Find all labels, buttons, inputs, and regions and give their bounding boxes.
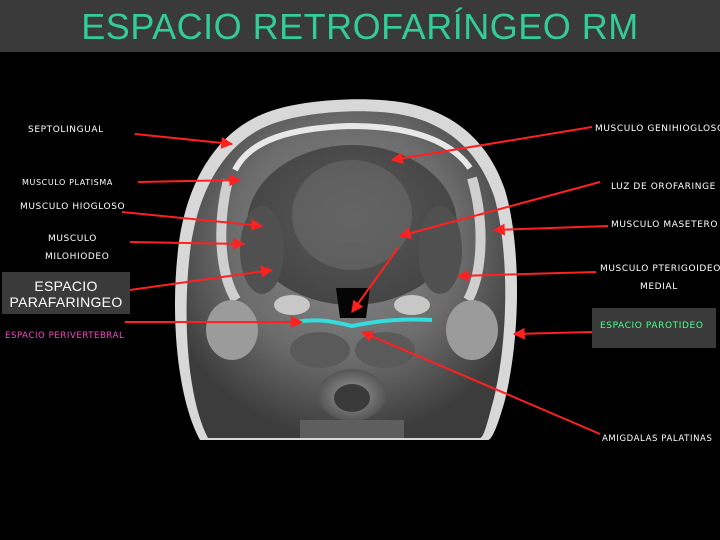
label-box-parafaringeo xyxy=(2,272,130,314)
arrow-hiogloso xyxy=(121,211,264,231)
slide-title: ESPACIO RETROFARÍNGEO RM xyxy=(81,6,639,47)
title-bar xyxy=(0,0,720,52)
label-masetero: MUSCULO MASETERO xyxy=(611,220,719,230)
arrow-orofaringe xyxy=(398,181,601,239)
label-pterigoideo-line2: MEDIAL xyxy=(640,282,678,292)
label-milohiodeo-line2: MILOHIODEO xyxy=(45,252,110,262)
label-hiogloso: MUSCULO HIOGLOSO xyxy=(20,202,126,212)
arrow-amigdalas-2 xyxy=(351,247,399,313)
label-genihiogloso: MUSCULO GENIHIOGLOSO xyxy=(595,124,720,134)
retropharyngeal-line xyxy=(295,317,433,329)
arrow-amigdalas-1 xyxy=(360,330,601,435)
arrow-parotideo xyxy=(512,327,593,340)
arrow-parafaringeo xyxy=(129,265,274,291)
label-amigdalas: AMIGDALAS PALATINAS xyxy=(602,434,713,444)
label-septolingual: SEPTOLINGUAL xyxy=(28,125,104,135)
arrow-genihiogloso xyxy=(390,126,593,165)
label-parafaringeo-line2: PARAFARINGEO xyxy=(9,294,123,310)
arrow-masetero xyxy=(492,223,609,236)
arrow-septolingual xyxy=(134,133,234,149)
label-parafaringeo: ESPACIO PARAFARINGEO xyxy=(2,278,130,310)
arrow-platisma xyxy=(137,174,242,187)
label-parafaringeo-line1: ESPACIO xyxy=(34,278,98,294)
label-parotideo: ESPACIO PAROTIDEO xyxy=(600,321,704,331)
label-milohiodeo-line1: MUSCULO xyxy=(48,234,97,244)
label-orofaringe: LUZ DE OROFARINGE xyxy=(611,182,716,192)
label-perivertebral: ESPACIO PERIVERTEBRAL xyxy=(5,331,125,341)
arrow-milohiodeo xyxy=(129,237,246,250)
head-section xyxy=(174,99,518,441)
label-platisma: MUSCULO PLATISMA xyxy=(22,178,113,187)
label-pterigoideo-line1: MUSCULO PTERIGOIDEO xyxy=(600,264,720,274)
arrow-pterigoideo xyxy=(456,269,597,282)
label-box-parotideo xyxy=(592,308,716,348)
